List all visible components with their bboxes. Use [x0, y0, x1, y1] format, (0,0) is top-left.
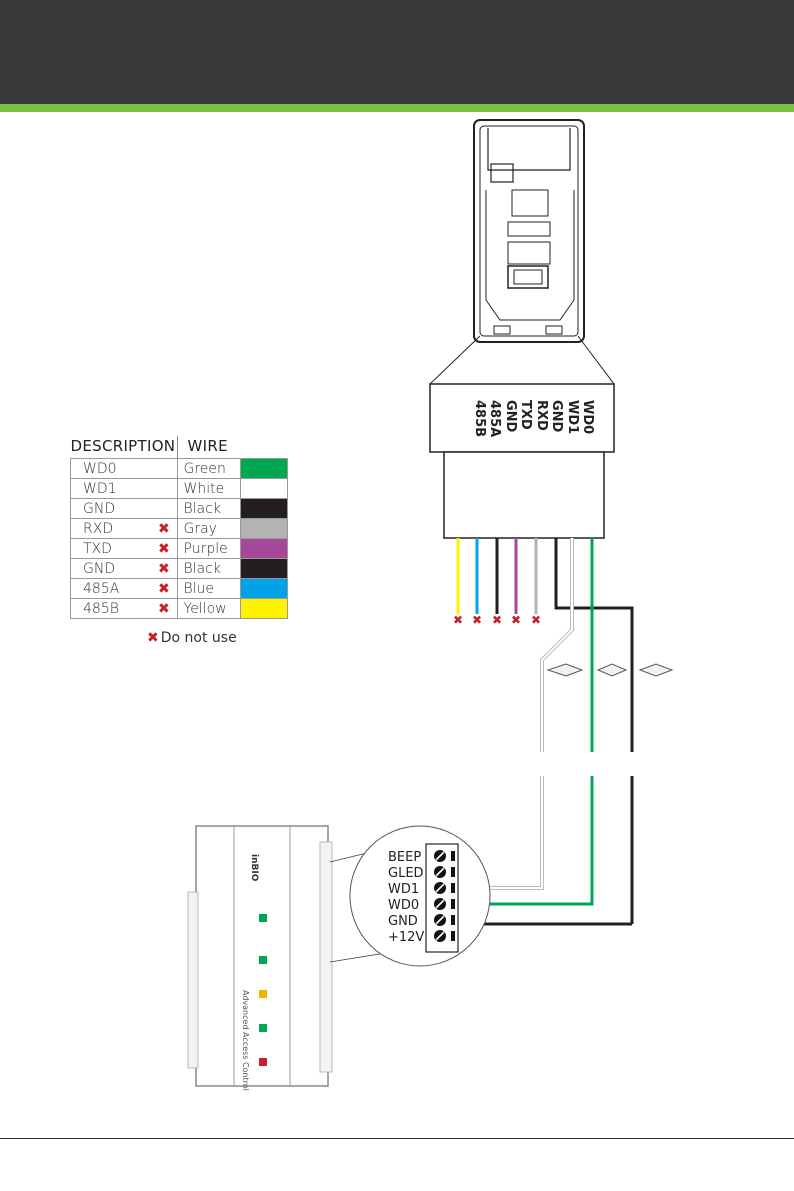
reader-device	[430, 120, 614, 384]
terminal-magnifier	[350, 826, 490, 966]
terminal-slot	[451, 867, 455, 877]
reader-pin-label: 485B	[472, 400, 487, 437]
reader-pin-label: GND	[549, 400, 564, 433]
reader-pin-label: TXD	[518, 400, 533, 430]
reader-wires	[458, 538, 672, 924]
terminal-label: GLED	[388, 866, 424, 881]
do-not-use-icon: ✖	[472, 613, 482, 627]
reader-pin-label: 485A	[487, 400, 502, 437]
terminal-slot	[451, 915, 455, 925]
reader-pin-label: RXD	[534, 400, 549, 431]
do-not-use-icon: ✖	[531, 613, 541, 627]
reader-pin-label: WD1	[565, 400, 580, 434]
terminal-slot	[451, 931, 455, 941]
do-not-use-marks: ✖ ✖ ✖ ✖ ✖	[453, 613, 541, 627]
terminal-label: +12V	[388, 930, 424, 945]
terminal-label: GND	[388, 914, 418, 929]
terminal-slot	[451, 851, 455, 861]
terminal-label: BEEP	[388, 850, 421, 865]
terminal-label: WD0	[388, 898, 419, 913]
do-not-use-icon: ✖	[453, 613, 463, 627]
terminal-label: WD1	[388, 882, 419, 897]
terminal-slot	[451, 883, 455, 893]
footer-rule	[0, 1138, 794, 1139]
do-not-use-icon: ✖	[492, 613, 502, 627]
terminal-slot	[451, 899, 455, 909]
reader-pin-label: GND	[503, 400, 518, 433]
do-not-use-icon: ✖	[511, 613, 521, 627]
controller-model-label: Advanced Access Control	[241, 990, 250, 1091]
controller-logo: inBIO	[249, 854, 259, 882]
reader-pin-label: WD0	[580, 400, 595, 434]
